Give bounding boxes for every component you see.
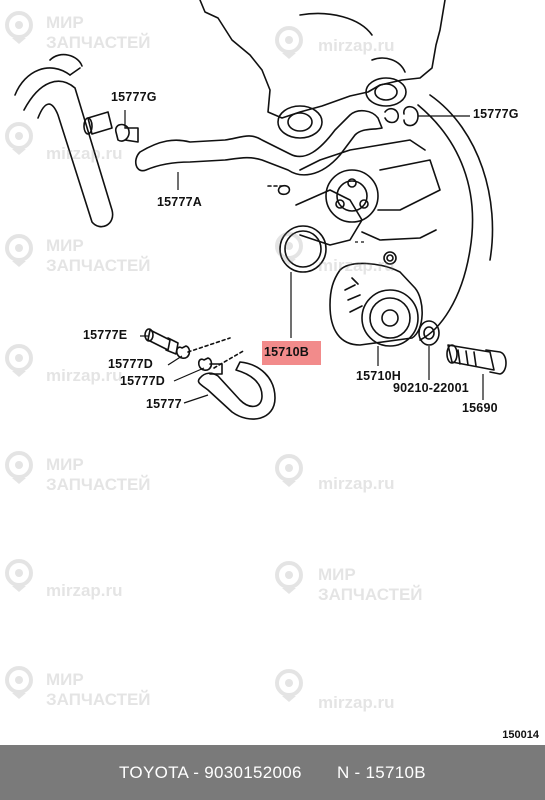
- watermark: mirzap.ru: [0, 118, 200, 168]
- map-pin-icon: [275, 454, 303, 487]
- clamp-15777d-2: [197, 357, 213, 371]
- watermark-site: mirzap.ru: [46, 581, 123, 600]
- map-pin-icon: [5, 451, 33, 484]
- watermark-site: mirzap.ru: [46, 366, 123, 385]
- watermark-name-line2: ЗАПЧАСТЕЙ: [46, 33, 151, 52]
- left-hose: [23, 80, 114, 228]
- watermark-name-line1: МИР: [46, 13, 84, 32]
- washer-90210: [418, 320, 440, 346]
- watermark-site: mirzap.ru: [318, 474, 395, 493]
- map-pin-icon: [5, 11, 33, 44]
- watermark-site: mirzap.ru: [318, 256, 395, 275]
- part-label-15777g-left[interactable]: 15777G: [111, 90, 157, 104]
- map-pin-icon: [5, 666, 33, 699]
- part-label-15777e[interactable]: 15777E: [83, 328, 128, 342]
- watermark: МИР ЗАПЧАСТЕЙ: [0, 445, 200, 505]
- part-label-15777a[interactable]: 15777A: [157, 195, 202, 209]
- watermark: МИР ЗАПЧАСТЕЙ: [0, 660, 200, 720]
- hose-15777: [197, 361, 276, 420]
- part-label-15690[interactable]: 15690: [462, 401, 498, 415]
- watermark-name-line1: МИР: [46, 236, 84, 255]
- clamp-15777g-right: [403, 105, 419, 127]
- map-pin-icon: [275, 26, 303, 59]
- map-pin-icon: [275, 669, 303, 702]
- part-label-15777d[interactable]: 15777D: [108, 357, 153, 371]
- watermark: mirzap.ru: [272, 450, 472, 500]
- part-label-15777g-right[interactable]: 15777G: [473, 107, 519, 121]
- watermark: МИР ЗАПЧАСТЕЙ: [272, 555, 472, 615]
- footer-part-info: TOYOTA - 9030152006 N - 15710B: [119, 762, 426, 782]
- map-pin-icon: [275, 561, 303, 594]
- diagram-code: 150014: [502, 729, 539, 741]
- watermark-name-line1: МИР: [46, 455, 84, 474]
- map-pin-icon: [5, 234, 33, 267]
- watermark: mirzap.ru: [272, 228, 472, 278]
- watermark: mirzap.ru: [0, 340, 200, 390]
- watermark: МИР ЗАПЧАСТЕЙ: [0, 5, 200, 65]
- parts-diagram: [14, 0, 507, 420]
- footer-bar: TOYOTA - 9030152006 N - 15710B: [0, 745, 545, 800]
- gasket-15710b: [279, 225, 327, 273]
- part-label-90210-22001[interactable]: 90210-22001: [393, 381, 469, 395]
- watermark-site: mirzap.ru: [46, 144, 123, 163]
- part-label-15710b[interactable]: 15710B: [264, 345, 309, 359]
- oil-cooler-15710h: [329, 251, 423, 347]
- clamp-15777d-1: [175, 345, 191, 359]
- watermark-name-line2: ЗАПЧАСТЕЙ: [46, 690, 151, 709]
- part-label-15710h[interactable]: 15710H: [356, 369, 401, 383]
- watermark-name-line2: ЗАПЧАСТЕЙ: [46, 475, 151, 494]
- watermark-name-line2: ЗАПЧАСТЕЙ: [46, 256, 151, 275]
- part-label-15777[interactable]: 15777: [146, 397, 182, 411]
- map-pin-icon: [5, 344, 33, 377]
- map-pin-icon: [5, 122, 33, 155]
- map-pin-icon: [275, 232, 303, 265]
- watermark-name-line1: МИР: [318, 565, 356, 584]
- selected-part-highlight: [262, 341, 321, 365]
- map-pin-icon: [5, 559, 33, 592]
- watermark-name-line2: ЗАПЧАСТЕЙ: [318, 585, 423, 604]
- engine-block-outline: [199, 0, 446, 119]
- watermark: mirzap.ru: [0, 555, 200, 605]
- watermark: mirzap.ru: [272, 665, 472, 715]
- watermark-site: mirzap.ru: [318, 693, 395, 712]
- hose-15777a: [134, 109, 383, 176]
- union-bolt-15690: [446, 344, 507, 375]
- watermark-name-line1: МИР: [46, 670, 84, 689]
- part-label-15777d[interactable]: 15777D: [120, 374, 165, 388]
- watermark-site: mirzap.ru: [318, 36, 395, 55]
- watermark: МИР ЗАПЧАСТЕЙ: [0, 228, 200, 288]
- watermark: mirzap.ru: [272, 22, 472, 72]
